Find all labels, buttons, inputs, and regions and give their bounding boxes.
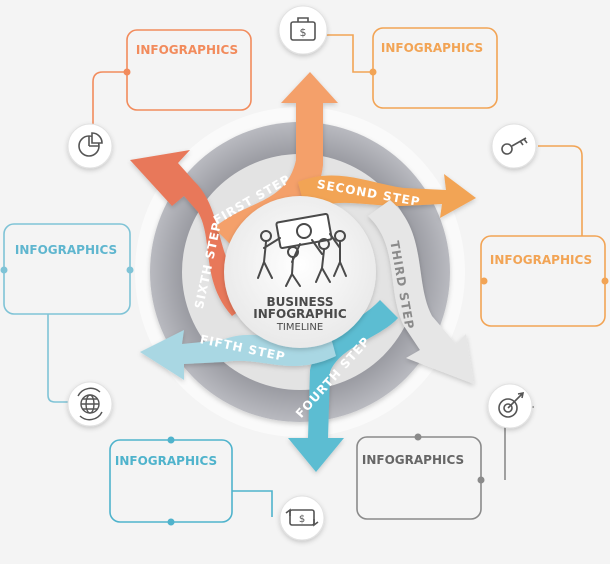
info-box-title: INFOGRAPHICS xyxy=(115,454,217,468)
globe-badge xyxy=(67,381,113,427)
arrow-first-step xyxy=(214,72,338,252)
center-subtitle: INFOGRAPHIC xyxy=(253,307,347,321)
target-badge xyxy=(487,383,533,429)
team-carrying-money-icon xyxy=(257,212,347,287)
info-box-frame xyxy=(356,436,482,520)
info-box-title: INFOGRAPHICS xyxy=(490,253,592,267)
info-box-title: INFOGRAPHICS xyxy=(15,243,117,257)
connector-dot xyxy=(167,436,175,444)
connector-dot xyxy=(477,476,485,484)
key-badge xyxy=(491,123,537,169)
info-box-top-left: INFOGRAPHICS xyxy=(92,29,252,133)
connector-dot xyxy=(0,266,8,274)
target-icon xyxy=(498,391,525,418)
arrow-fourth-step xyxy=(288,300,398,472)
connector-dot xyxy=(167,518,175,526)
info-box-title: INFOGRAPHICS xyxy=(381,41,483,55)
briefcase-badge: $ xyxy=(278,5,328,55)
arrow-third-step xyxy=(368,200,474,384)
connector-dot xyxy=(480,277,488,285)
center-title: BUSINESS xyxy=(267,295,334,309)
svg-text:$: $ xyxy=(300,26,307,39)
info-box-frame xyxy=(126,29,252,111)
connector-dot xyxy=(123,68,131,76)
info-box-frame xyxy=(372,27,498,109)
arrow-second-step xyxy=(298,174,476,218)
info-box-right: INFOGRAPHICS xyxy=(480,145,609,327)
connector-line xyxy=(232,490,273,517)
center-caption: TIMELINE xyxy=(276,322,323,333)
info-box-frame xyxy=(480,235,606,327)
connector-line xyxy=(323,34,373,73)
info-box-left: INFOGRAPHICS xyxy=(0,223,134,403)
globe-icon xyxy=(77,387,103,421)
info-box-bottom-right: INFOGRAPHICS xyxy=(356,406,534,520)
money-exchange-badge: $ xyxy=(279,495,325,541)
info-box-frame xyxy=(109,439,233,523)
connector-line xyxy=(47,314,68,403)
connector-line xyxy=(538,145,583,236)
connector-dot xyxy=(601,277,609,285)
connector-dot xyxy=(369,68,377,76)
pie-chart-badge xyxy=(67,123,113,169)
key-icon xyxy=(501,137,528,155)
money-exchange-icon: $ xyxy=(285,508,319,527)
info-box-title: INFOGRAPHICS xyxy=(136,43,238,57)
pie-chart-icon xyxy=(78,132,103,157)
svg-text:$: $ xyxy=(299,514,305,525)
connector-line xyxy=(92,71,127,133)
info-box-bottom-left: INFOGRAPHICS xyxy=(109,436,273,526)
briefcase-dollar-icon: $ xyxy=(290,17,316,41)
info-box-title: INFOGRAPHICS xyxy=(362,453,464,467)
arrow-sixth-step xyxy=(130,150,254,316)
connector-dot xyxy=(414,433,422,441)
info-box-top-right: INFOGRAPHICS xyxy=(323,27,498,109)
connector-dot xyxy=(126,266,134,274)
info-box-frame xyxy=(3,223,131,315)
